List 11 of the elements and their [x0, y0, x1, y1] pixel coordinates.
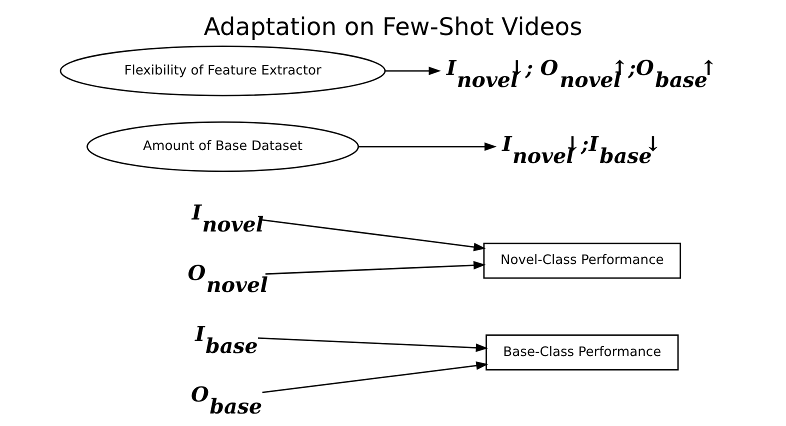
arrow [384, 66, 441, 76]
node-box: Novel-Class Performance [483, 242, 682, 279]
node-ellipse: Amount of Base Dataset [86, 121, 360, 172]
arrow [358, 142, 497, 151]
arrow [258, 337, 488, 352]
arrow [262, 361, 488, 394]
arrow [261, 219, 486, 252]
node-box: Base-Class Performance [486, 334, 679, 370]
arrow [265, 261, 486, 275]
node-ellipse: Flexibility of Feature Extractor [60, 46, 386, 96]
diagram-title: Adaptation on Few-Shot Videos [204, 12, 582, 42]
